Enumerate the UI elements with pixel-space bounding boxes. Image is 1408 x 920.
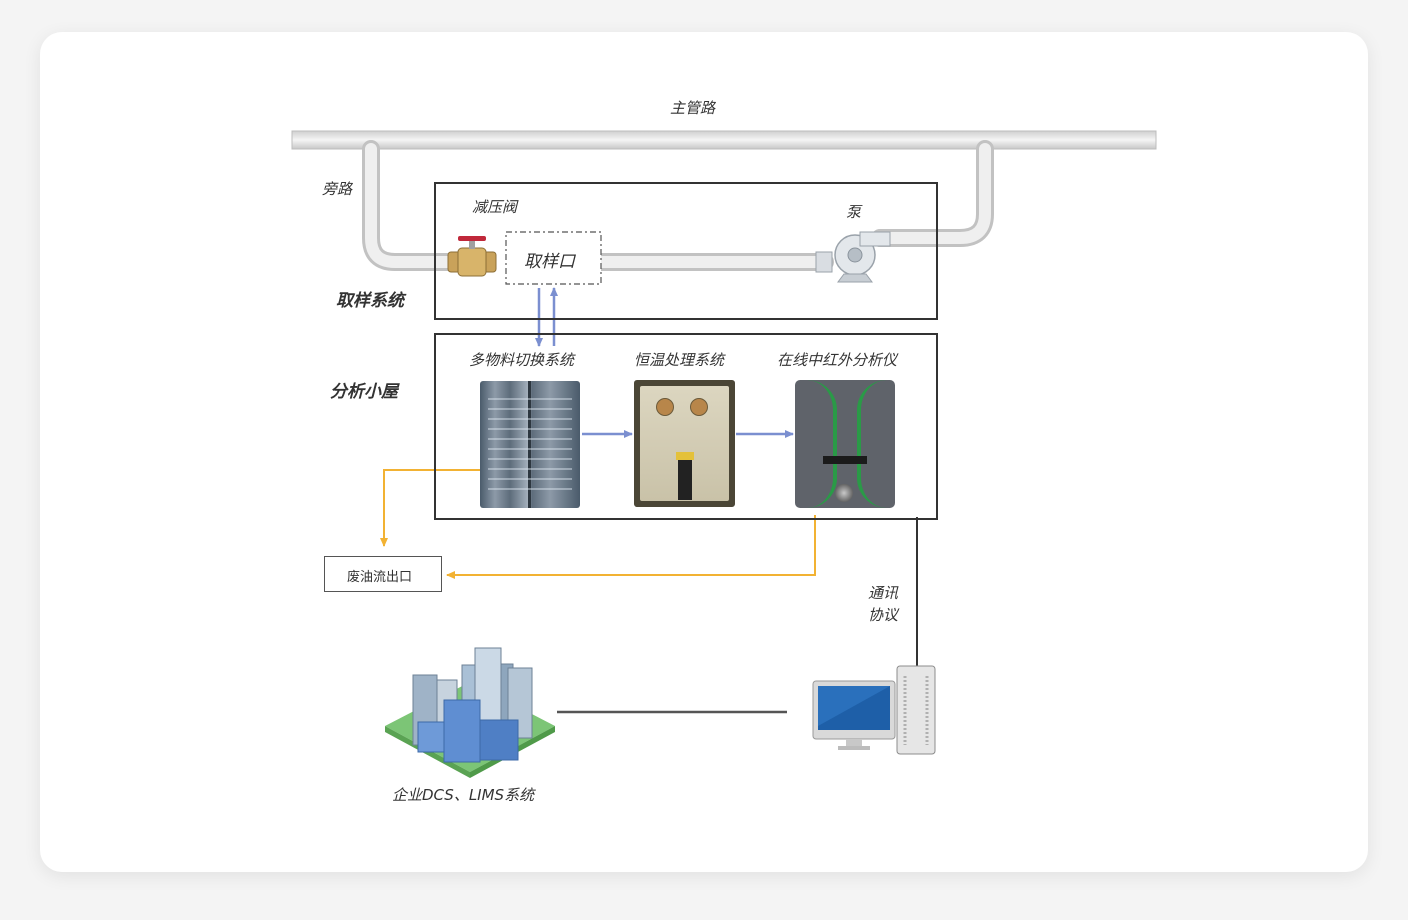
enterprise-system-label: 企业DCS、LIMS系统 [392, 786, 535, 804]
analyzer-stripe-left [807, 380, 837, 508]
analyzer-stripe-right [857, 380, 887, 508]
analyzer-label: 在线中红外分析仪 [777, 351, 898, 369]
sampling-system-box [434, 182, 938, 320]
main-pipe [291, 130, 1157, 150]
pump-icon [815, 231, 891, 283]
sampling-port-box [505, 231, 602, 285]
comm-label-line2: 协议 [868, 606, 899, 624]
thermostat-gauge-1 [656, 398, 674, 416]
pressure-valve-label: 减压阀 [472, 198, 518, 216]
computer-icon [812, 665, 936, 755]
waste-outlet-box [324, 556, 442, 592]
thermostat-panel [640, 386, 729, 501]
multi-switch-label: 多物料切换系统 [469, 351, 575, 369]
thermostat-cabinet [634, 380, 735, 507]
sampling-system-label: 取样系统 [336, 291, 404, 311]
pump-label: 泵 [846, 203, 862, 221]
analyzer-knob [835, 484, 853, 502]
waste-outlet-label: 废油流出口 [347, 570, 413, 585]
multi-switch-cabinet [480, 381, 580, 508]
comm-label-line1: 通讯 [868, 584, 899, 602]
ir-analyzer [795, 380, 895, 508]
sample-flow-arrows [535, 287, 794, 438]
thermostat-cap [676, 452, 694, 460]
buildings-icon [385, 647, 555, 778]
thermostat-gauge-2 [690, 398, 708, 416]
thermostat-filter [678, 456, 692, 500]
cabinet-pipes [488, 391, 572, 498]
sampling-port-label: 取样口 [524, 252, 575, 272]
analysis-house-label: 分析小屋 [330, 382, 398, 402]
thermostat-label: 恒温处理系统 [634, 351, 725, 369]
analyzer-slot [823, 456, 867, 464]
analysis-house-box [434, 333, 938, 520]
bypass-pipe [362, 140, 994, 271]
main-pipe-label: 主管路 [670, 99, 716, 117]
bypass-label: 旁路 [322, 180, 353, 198]
valve-icon [447, 236, 497, 277]
cabinet-divider [528, 381, 531, 508]
waste-flow-lines [380, 469, 816, 579]
